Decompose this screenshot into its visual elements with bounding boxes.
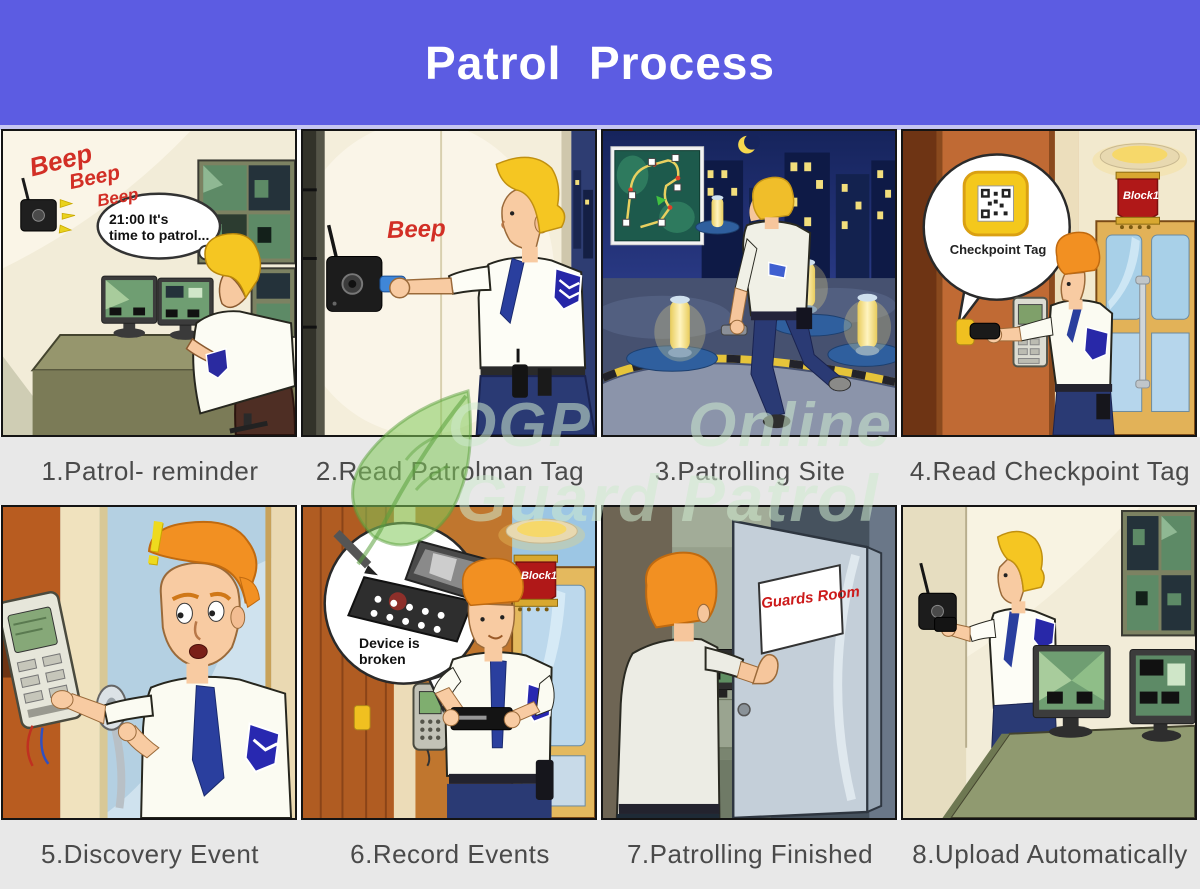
device-broken-bubble: Device is broken — [359, 635, 459, 667]
scene-2-illustration — [303, 131, 595, 435]
panel-5-discovery-event: ! — [1, 505, 297, 820]
panel-7-patrolling-finished: Guards Room — [601, 505, 897, 820]
wall-reader-device — [326, 224, 383, 312]
bubble-line-2: time to patrol... — [109, 227, 210, 244]
guard-at-door — [615, 551, 779, 818]
crescent-moon — [738, 133, 760, 154]
panel-1-patrol-reminder: Beep Beep Beep 21:00 It's time to patrol… — [1, 129, 297, 437]
block1-sign-shape — [1115, 171, 1160, 230]
bubble-line-2: broken — [359, 651, 406, 668]
caption-step-3: 3.Patrolling Site — [654, 455, 846, 486]
desk-monitor-2 — [1129, 648, 1195, 742]
guard-walking — [720, 176, 852, 429]
caption-step-7: 7.Patrolling Finished — [626, 839, 874, 869]
panel-3-patrolling-site — [601, 129, 897, 437]
cctv-monitor-wall — [1121, 510, 1195, 637]
beep-sfx: Beep — [386, 214, 447, 245]
checkpoint-tag-label: Checkpoint Tag — [949, 242, 1047, 257]
caption-band-bottom: 5.Discovery Event 6.Record Events 7.Patr… — [0, 820, 1200, 889]
scene-5-illustration — [3, 507, 295, 818]
title-banner: Patrol Process — [0, 0, 1200, 125]
desk-monitor-1 — [101, 275, 158, 338]
ceiling-light — [498, 518, 586, 552]
scene-1-illustration — [3, 131, 295, 435]
guard-scanning-checkpoint — [969, 231, 1115, 435]
wooden-door — [1095, 220, 1195, 435]
block1-sign-shape — [513, 554, 559, 612]
panel-2-read-patrolman-tag: Beep — [301, 129, 597, 437]
guard-recording-event — [432, 557, 555, 818]
caption-step-2: 2.Read Patrolman Tag — [315, 455, 585, 486]
banner-divider — [0, 125, 1200, 130]
panel-6-record-events: Block1 Device is broken — [301, 505, 597, 820]
desk-monitor-2 — [157, 277, 214, 340]
guards-room-door — [731, 519, 883, 818]
block1-sign-label: Block1 — [520, 570, 558, 582]
caption-step-8: 8.Upload Automatically — [912, 839, 1188, 869]
caption-step-5: 5.Discovery Event — [40, 839, 260, 869]
scene-8-illustration — [903, 507, 1195, 818]
light-switch — [353, 705, 371, 731]
wall-reminder-device — [20, 177, 76, 234]
control-desk — [942, 724, 1195, 818]
bubble-line-1: Device is — [359, 635, 420, 651]
scene-7-illustration — [603, 507, 895, 818]
caption-step-1: 1.Patrol- reminder — [41, 455, 259, 486]
scene-4-illustration — [903, 131, 1195, 435]
block1-sign-label: Block1 — [1122, 190, 1160, 202]
scene-3-illustration — [603, 131, 895, 435]
checkpoint-callout-shape — [922, 153, 1071, 326]
patrol-route-map-inset — [610, 146, 705, 246]
panel-8-upload-automatically — [901, 505, 1197, 820]
caption-band-top: 1.Patrol- reminder 2.Read Patrolman Tag … — [0, 437, 1200, 505]
page-title: Patrol Process — [425, 36, 775, 89]
caption-step-4: 4.Read Checkpoint Tag — [909, 455, 1191, 486]
panel-4-read-checkpoint-tag: Block1 Checkpoint Tag — [901, 129, 1197, 437]
caption-step-6: 6.Record Events — [350, 839, 550, 869]
guard-reading-tag — [389, 156, 595, 435]
seated-guard — [185, 232, 295, 435]
surprised-guard — [50, 520, 293, 818]
reminder-speech-bubble: 21:00 It's time to patrol... — [109, 211, 219, 243]
bubble-line-1: 21:00 It's — [109, 211, 169, 227]
ceiling-light — [1092, 142, 1188, 179]
desk-monitor-1 — [1032, 644, 1111, 738]
